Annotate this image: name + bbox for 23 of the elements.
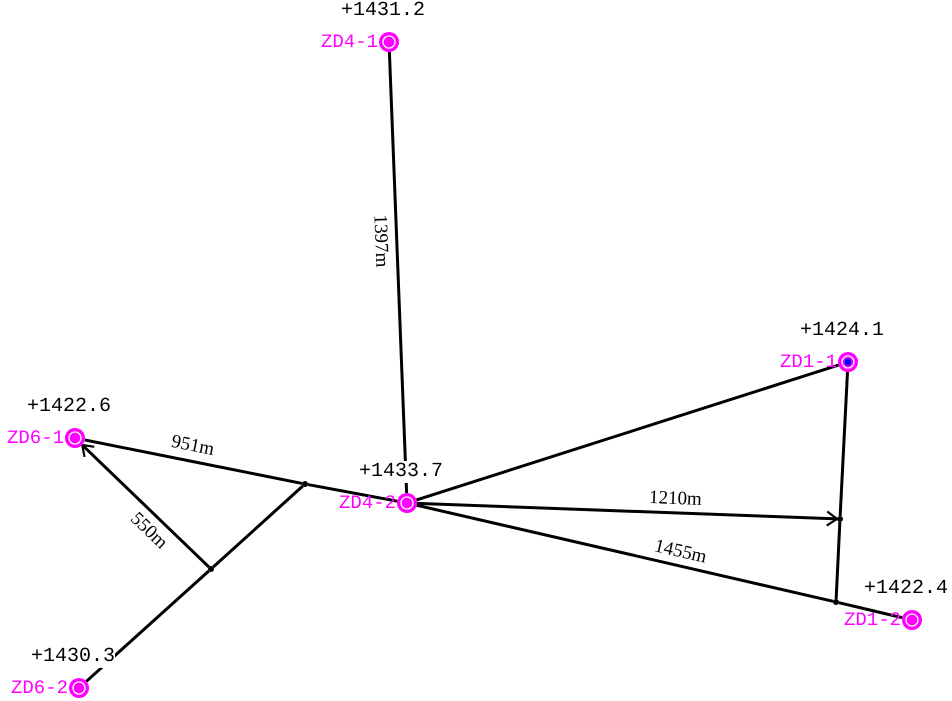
point-name: ZD4-2 bbox=[338, 493, 396, 513]
survey-line bbox=[308, 483, 398, 503]
point-name: ZD1-1 bbox=[780, 352, 837, 372]
survey-line bbox=[212, 484, 304, 568]
survey-line bbox=[85, 570, 210, 682]
point-name: ZD6-2 bbox=[10, 678, 68, 698]
junction-point bbox=[837, 516, 843, 522]
survey-line bbox=[416, 364, 839, 502]
survey-line bbox=[838, 372, 849, 516]
survey-line bbox=[416, 504, 834, 603]
point-name: ZD1-2 bbox=[844, 610, 901, 630]
arrow bbox=[81, 444, 210, 568]
survey-line bbox=[388, 52, 408, 494]
elevation-value: +1433.7 bbox=[359, 461, 444, 483]
junction-point bbox=[833, 599, 839, 605]
point-name: ZD6-1 bbox=[6, 428, 64, 448]
survey-line bbox=[838, 601, 903, 620]
elevation-value: +1430.3 bbox=[31, 646, 116, 668]
arrow bbox=[416, 502, 838, 527]
point-name: ZD4-1 bbox=[320, 32, 378, 52]
survey-line bbox=[834, 522, 842, 600]
junction-point bbox=[302, 481, 308, 487]
survey-line bbox=[84, 438, 302, 485]
